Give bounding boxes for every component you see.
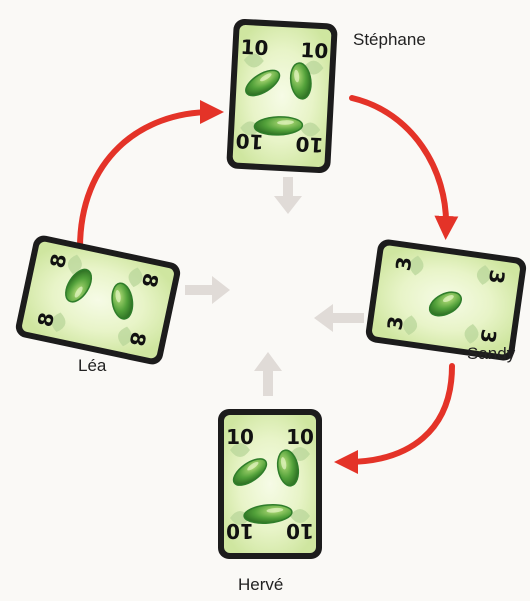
cucumber-icon [276,449,300,487]
leaf-icon [300,122,321,137]
card-value-label: 10 [235,129,264,154]
card-value-label: 3 [476,328,502,345]
card-value-label: 8 [137,271,163,290]
cards-layer: 10 10 10 10 3 3 3 3 10 10 10 10 8 8 8 8 [15,18,527,559]
red-arrow-lea-to-stephane [77,100,224,251]
cucumber-icon [428,291,463,317]
card-value-label: 10 [295,132,324,157]
card-value-label: 8 [45,252,71,271]
card-value-label: 8 [125,330,151,349]
leaf-icon [67,254,82,275]
player-name-herve: Hervé [238,575,284,594]
player-name-stephane: Stéphane [353,30,426,49]
card-value-label: 10 [286,425,314,449]
gray-arrow-from-stephane [274,177,302,214]
leaf-icon [290,509,310,523]
card-herve: 10 10 10 10 [218,409,322,559]
gray-arrows-group [185,177,364,396]
card-value-label: 10 [226,425,254,449]
leaf-icon [476,265,491,285]
leaf-icon [409,255,424,276]
red-arrow-sandy-to-herve [334,363,455,474]
leaf-icon [464,323,479,344]
gray-arrow-from-lea [185,276,230,304]
leaf-icon [403,315,418,336]
cucumber-icon [245,69,281,97]
card-value-label: 10 [300,38,329,63]
card-value-label: 8 [33,310,59,329]
leaf-icon [243,53,264,68]
cucumber-icon [253,116,304,136]
card-value-label: 3 [382,315,408,332]
card-value-label: 10 [286,519,314,543]
leaf-icon [51,312,66,333]
cucumber-icon [243,504,293,524]
card-value-label: 3 [391,255,417,272]
cucumber-icon [289,62,312,100]
red-arrows-group [77,95,459,474]
card-stephane: 10 10 10 10 [226,18,338,174]
card-value-label: 10 [226,519,254,543]
gray-arrow-from-sandy [314,304,364,332]
card-value-label: 10 [240,35,269,60]
cucumber-icon [65,268,93,303]
cucumber-icon [111,282,134,320]
card-sandy: 3 3 3 3 [365,239,527,361]
leaf-icon [128,267,143,288]
cucumber-icon [232,458,268,486]
card-lea: 8 8 8 8 [15,235,181,365]
leaf-icon [230,443,250,457]
red-arrow-stephane-to-sandy [349,95,459,240]
gray-arrow-from-herve [254,352,282,396]
leaf-icon [118,326,132,347]
player-name-sandy: Sandy [467,344,516,363]
card-value-label: 3 [484,268,510,285]
player-name-lea: Léa [78,356,107,375]
